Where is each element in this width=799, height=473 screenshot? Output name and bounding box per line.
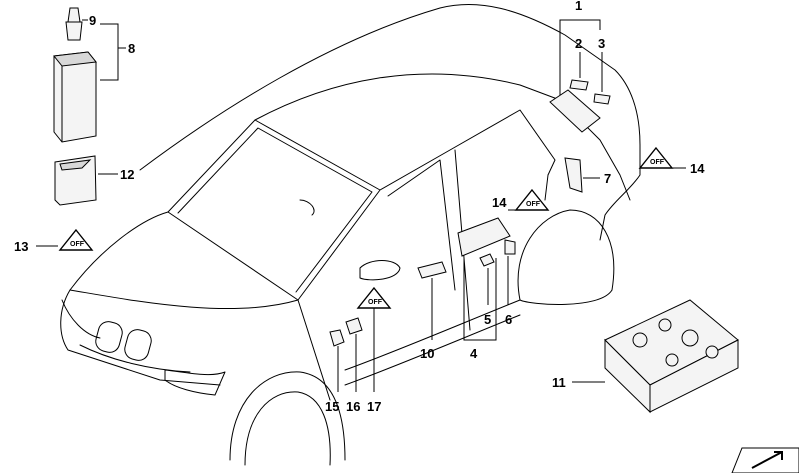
svg-text:OFF: OFF [368,299,383,306]
callout-9: 9 [89,13,96,28]
callout-7: 7 [604,171,611,186]
car-outline [60,3,641,466]
callout-1: 1 [575,0,582,13]
svg-text:OFF: OFF [526,201,541,208]
callout-17: 17 [367,399,381,414]
callout-8: 8 [128,41,135,56]
leader-lines [36,19,686,392]
warning-triangle-icon: OFF [58,228,94,251]
part-connector [417,261,447,279]
warning-triangle-icon: OFF [638,146,674,169]
callout-10: 10 [420,346,434,361]
callout-4: 4 [470,346,478,361]
callout-6: 6 [505,312,512,327]
warning-triangle-icon: OFF [514,188,550,211]
callout-15: 15 [325,399,339,414]
part-charger [54,155,97,206]
part-flashlight [53,7,97,143]
callout-11: 11 [552,375,566,390]
callout-2: 2 [575,36,582,51]
callout-13: 13 [14,239,28,254]
callout-14b: 14 [690,161,705,176]
callout-14a: 14 [492,195,507,210]
callout-12: 12 [120,167,134,182]
callout-labels: 1 2 3 4 5 6 7 8 9 10 11 12 13 14 14 15 1… [14,0,705,414]
part-door-light [457,217,516,267]
warning-triangle-icon: OFF [356,286,392,309]
callout-5: 5 [484,312,491,327]
arrow-icon[interactable] [731,447,799,473]
part-bulb-kit [604,299,739,414]
part-bulbs [329,317,363,347]
svg-text:OFF: OFF [70,241,85,248]
callout-16: 16 [346,399,360,414]
callout-3: 3 [598,36,605,51]
part-interior-light [549,79,611,133]
svg-text:OFF: OFF [650,159,665,166]
part-lens [564,157,583,193]
